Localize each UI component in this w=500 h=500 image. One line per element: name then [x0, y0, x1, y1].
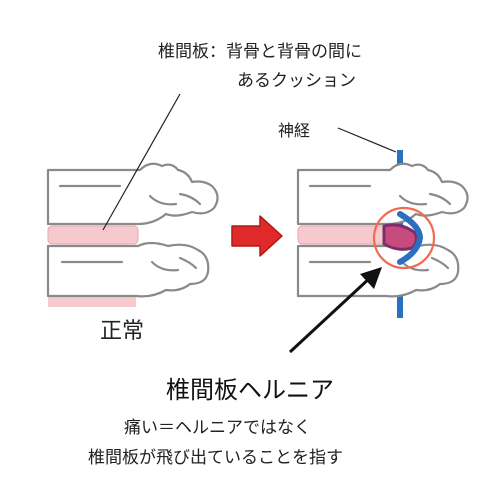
nerve-compressed [397, 211, 423, 265]
upper-vertebra-normal [46, 162, 219, 226]
nerve-label: 神経 [278, 121, 311, 140]
intervertebral-disc-normal [47, 225, 139, 245]
disc-pointer-line [102, 93, 181, 231]
progression-arrow [231, 215, 283, 257]
herniated-spine [296, 150, 469, 318]
hernia-title: 椎間板ヘルニア [166, 376, 334, 404]
herniation-highlight-circle [372, 206, 436, 270]
hernia-pointer-arrowhead [360, 267, 382, 289]
explanation-line2: 椎間板が飛び出ていることを指す [88, 448, 343, 468]
normal-label: 正常 [100, 319, 145, 344]
explanation-line1: 痛い＝ヘルニアではなく [124, 418, 311, 438]
upper-vertebra-herniated [296, 162, 469, 226]
disc-definition-line2: あるクッション [237, 71, 356, 91]
lower-vertebra-normal [46, 241, 210, 298]
normal-spine [46, 162, 219, 307]
hernia-pointer-arrow-shaft [288, 274, 374, 354]
nerve-pointer-line [337, 127, 397, 153]
lower-disc-normal [48, 296, 136, 307]
herniation-bulge [382, 223, 419, 251]
disc-definition-line1: 椎間板：背骨と背骨の間に [158, 42, 362, 62]
